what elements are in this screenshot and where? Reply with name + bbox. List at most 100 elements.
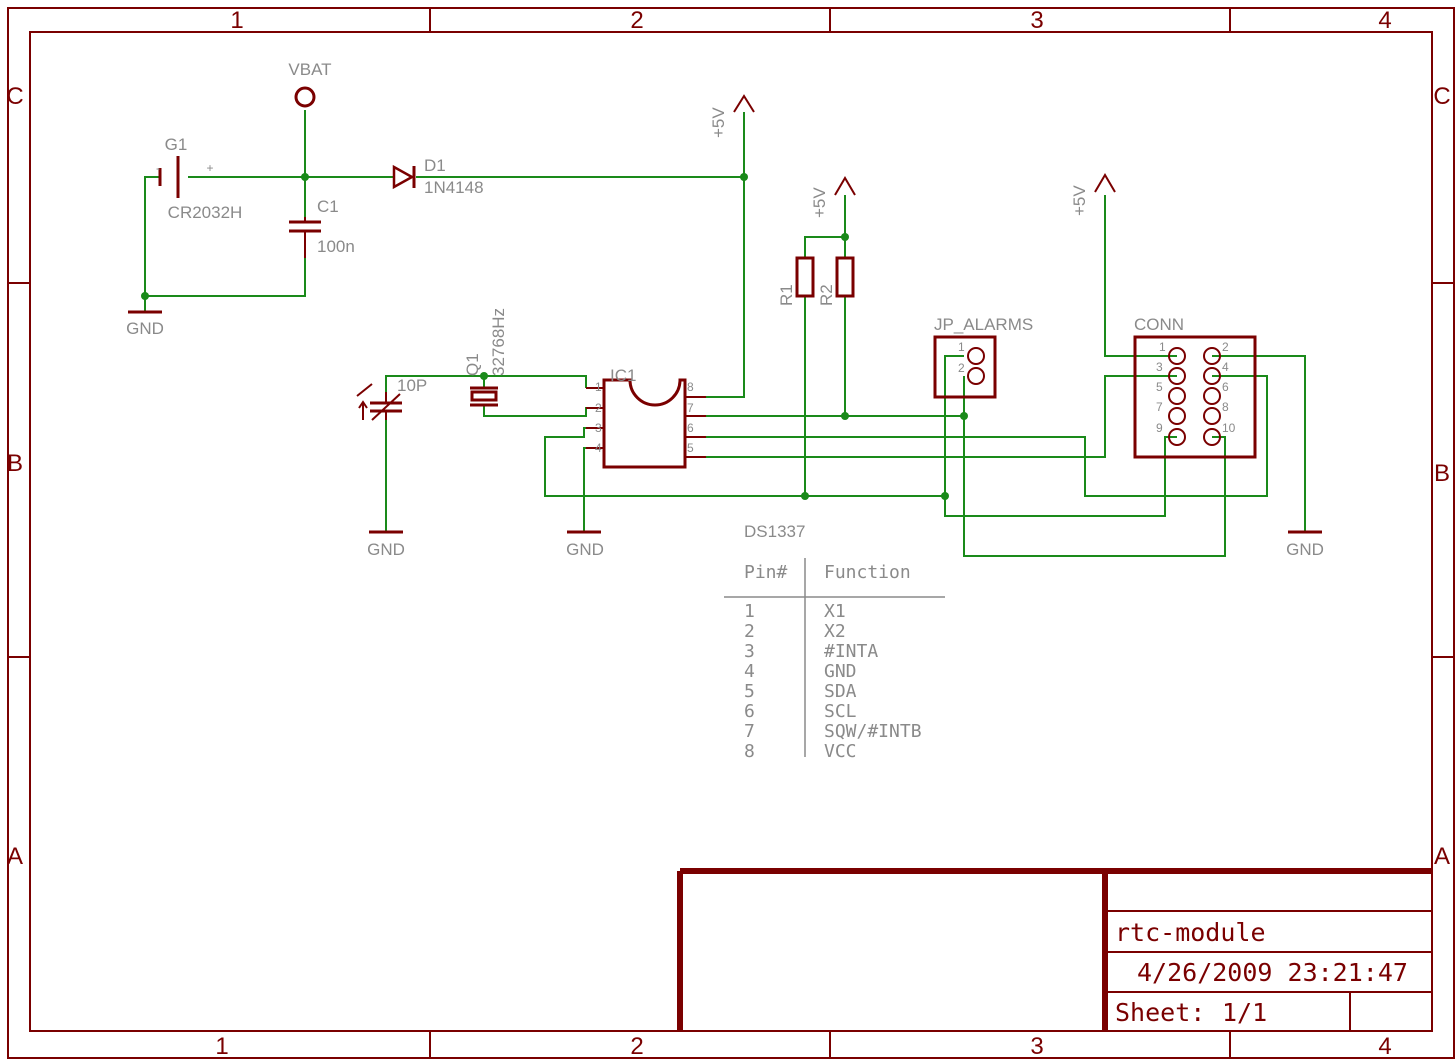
d1-label: D1: [424, 156, 446, 175]
q1-value: 32768Hz: [489, 308, 508, 376]
zone-col-4-top: 4: [1378, 7, 1391, 34]
table-pin-function: SCL: [824, 701, 857, 722]
zone-row-a-right: A: [1434, 843, 1450, 870]
conn-pin-2: 2: [1222, 340, 1229, 354]
capacitor-c1: C1 100n: [289, 197, 355, 258]
conn-pin-4: 4: [1222, 360, 1229, 374]
table-pin-number: 8: [744, 741, 755, 762]
crystal-q1: Q1 32768Hz: [463, 308, 508, 407]
r1-label: R1: [777, 284, 796, 306]
zone-col-2-bottom: 2: [630, 1033, 643, 1060]
zone-col-1-bottom: 1: [215, 1033, 228, 1060]
gnd-label-2: GND: [367, 540, 405, 559]
ic-pin-5: 5: [687, 441, 694, 455]
conn-pin-3: 3: [1156, 360, 1163, 374]
conn-pin-1: 1: [1159, 340, 1166, 354]
supply-5v-3: +5V: [1070, 173, 1116, 216]
conn-pin-6: 6: [1222, 380, 1229, 394]
conn-pin-5: 5: [1156, 380, 1163, 394]
conn-pin-9: 9: [1156, 421, 1163, 435]
table-pin-function: X2: [824, 621, 846, 642]
resistor-r2: R2: [817, 256, 855, 306]
table-pin-function: #INTA: [824, 641, 878, 662]
gnd-symbol-4: GND: [1286, 530, 1324, 559]
title-sheet-label: Sheet:: [1115, 998, 1205, 1027]
jumper-jp-alarms: 1 2 JP_ALARMS: [933, 315, 1033, 399]
ic1-ds1337: 1 2 3 4 5 6 7 8 IC1 DS1337: [586, 366, 805, 541]
table-header-pin: Pin#: [744, 562, 788, 583]
zone-col-1-top: 1: [230, 7, 243, 34]
connector-conn: 1 3 5 7 9 2 4 6 8 10 CONN: [1133, 315, 1257, 459]
vbat-terminal: VBAT: [288, 60, 332, 108]
p5v-label-2: +5V: [810, 187, 829, 218]
trimcap-value: 10P: [397, 376, 427, 395]
d1-value: 1N4148: [424, 178, 484, 197]
table-pin-number: 7: [744, 721, 755, 742]
table-pin-function: SQW/#INTB: [824, 721, 922, 742]
zone-col-3-top: 3: [1030, 7, 1043, 34]
ic-pin-8: 8: [687, 380, 694, 394]
gnd-label-3: GND: [566, 540, 604, 559]
table-pin-function: VCC: [824, 741, 857, 762]
conn-pin-8: 8: [1222, 400, 1229, 414]
vbat-label: VBAT: [288, 60, 331, 79]
table-pin-number: 6: [744, 701, 755, 722]
ic1-label: IC1: [610, 366, 636, 385]
conn-label: CONN: [1134, 315, 1184, 334]
gnd-symbol-1: GND: [126, 310, 164, 338]
zone-col-4-bottom: 4: [1378, 1033, 1391, 1060]
q1-label: Q1: [463, 353, 482, 376]
table-pin-function: SDA: [824, 681, 857, 702]
gnd-label-4: GND: [1286, 540, 1324, 559]
supply-5v-2: +5V: [810, 176, 856, 218]
wires: [144, 110, 1306, 557]
ic-pin-3: 3: [595, 421, 602, 435]
gnd-symbol-3: GND: [566, 530, 604, 559]
drawing-frame: [7, 7, 1455, 1059]
table-pin-number: 3: [744, 641, 755, 662]
ic-pin-1: 1: [595, 380, 602, 394]
ic-pin-7: 7: [687, 401, 694, 415]
ic-pin-6: 6: [687, 421, 694, 435]
c1-value: 100n: [317, 237, 355, 256]
zone-row-b-right: B: [1434, 460, 1450, 487]
ic-pin-2: 2: [595, 401, 602, 415]
trimmer-capacitor: 10P: [356, 376, 427, 421]
title-sheet-value: 1/1: [1222, 998, 1267, 1027]
p5v-label-3: +5V: [1070, 185, 1089, 216]
zone-row-a-left: A: [7, 843, 23, 870]
p5v-label-1: +5V: [709, 107, 728, 138]
wire-junctions: [141, 173, 968, 500]
jp-label: JP_ALARMS: [934, 315, 1033, 334]
gnd-symbol-2: GND: [367, 530, 405, 559]
zone-row-b-left: B: [7, 450, 23, 477]
jp-pin-2: 2: [958, 361, 965, 375]
diode-d1: D1 1N4148: [392, 156, 484, 197]
zone-row-c-left: C: [6, 83, 23, 110]
table-pin-number: 4: [744, 661, 755, 682]
zone-labels: 1 2 3 4 1 2 3 4 C B A C B A: [6, 7, 1450, 1060]
table-pin-number: 1: [744, 601, 755, 622]
zone-col-3-bottom: 3: [1030, 1033, 1043, 1060]
conn-pin-7: 7: [1156, 400, 1163, 414]
ic1-value: DS1337: [744, 522, 805, 541]
jp-pin-1: 1: [958, 340, 965, 354]
c1-label: C1: [317, 197, 339, 216]
zone-col-2-top: 2: [630, 7, 643, 34]
conn-pin-10: 10: [1222, 421, 1236, 435]
battery-g1: G1 CR2032H - +: [156, 135, 242, 222]
table-pin-function: X1: [824, 601, 846, 622]
title-datetime: 4/26/2009 23:21:47: [1137, 958, 1408, 987]
ic-pin-4: 4: [595, 441, 602, 455]
table-pin-number: 5: [744, 681, 755, 702]
g1-value: CR2032H: [168, 203, 243, 222]
zone-row-c-right: C: [1433, 83, 1450, 110]
gnd-label-1: GND: [126, 319, 164, 338]
g1-plus: +: [206, 161, 213, 175]
title-name: rtc-module: [1115, 918, 1266, 947]
g1-label: G1: [165, 135, 188, 154]
supply-5v-1: +5V: [709, 94, 755, 138]
title-block: rtc-module 4/26/2009 23:21:47 Sheet: 1/1: [677, 868, 1432, 1031]
